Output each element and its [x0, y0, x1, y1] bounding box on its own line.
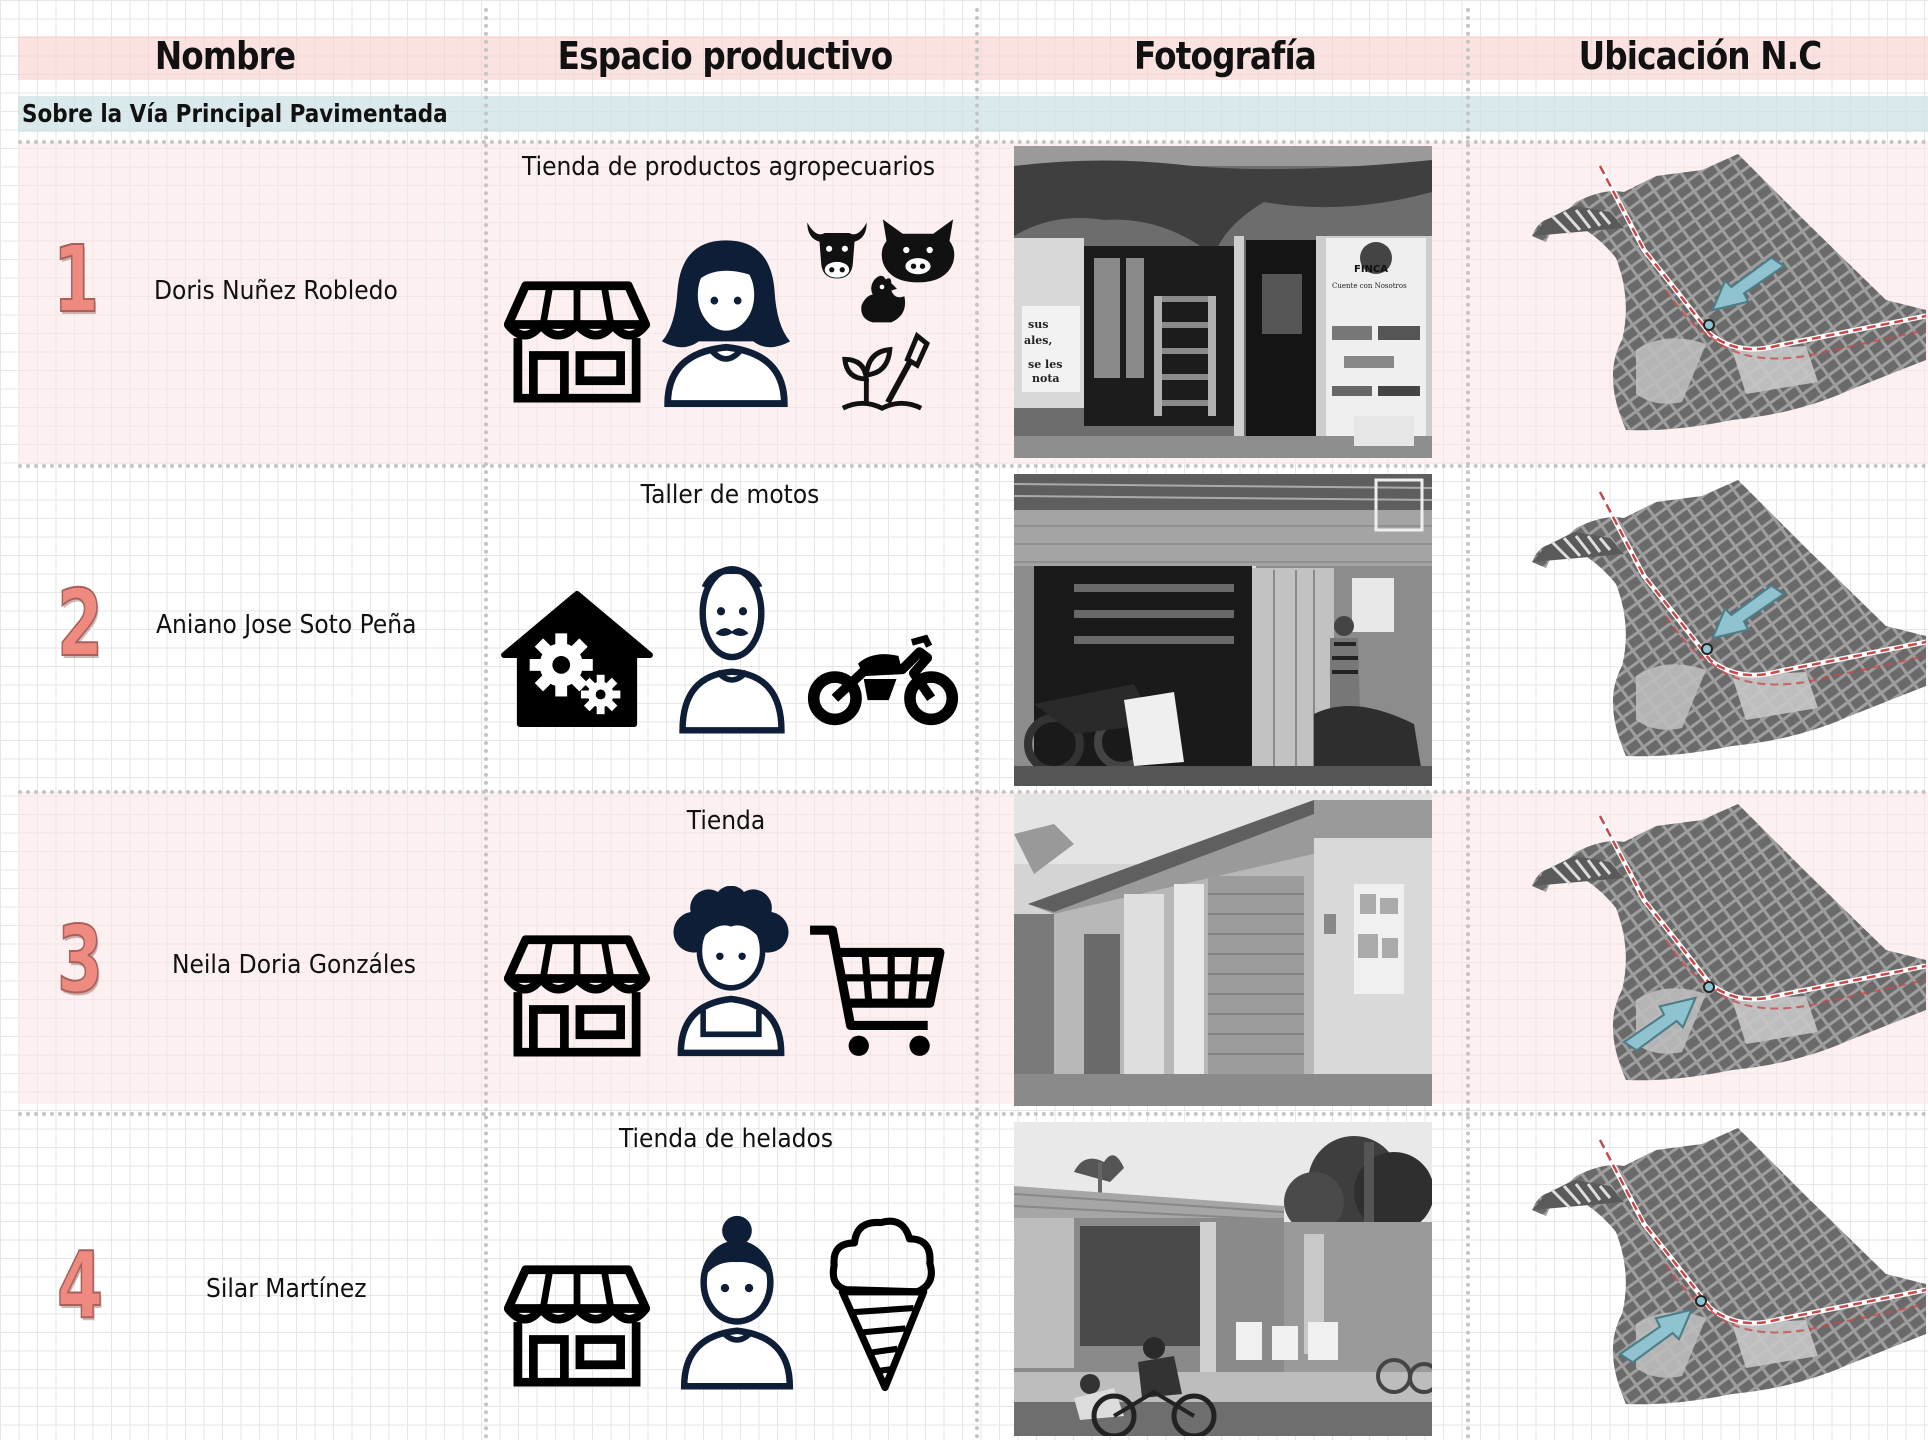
motorcycle-icon: [806, 630, 960, 728]
store-icon: [504, 1262, 650, 1388]
map-arrow-icon: [1622, 988, 1706, 1054]
woman-curly-hair-icon: [666, 886, 796, 1060]
header-nombre: Nombre: [154, 34, 296, 78]
section-band: [18, 96, 1928, 132]
map-pin-icon: [1703, 319, 1715, 331]
person-name: Doris Nuñez Robledo: [154, 276, 398, 306]
section-title: Sobre la Vía Principal Pavimentada: [22, 99, 448, 128]
man-mustache-icon: [670, 560, 794, 734]
map-arrow-icon: [1702, 254, 1786, 320]
map-pin-icon: [1703, 981, 1715, 993]
row-number: 2: [56, 569, 104, 678]
row-divider: [18, 1112, 1928, 1116]
plant-tool-icon: [830, 330, 934, 418]
column-divider: [975, 8, 979, 1440]
photo-sign-text: sus: [1028, 318, 1048, 331]
svg-text:nota: nota: [1032, 372, 1060, 385]
photo-agro-store: sus ales, se les nota FINCA Cuente con N…: [1014, 146, 1432, 458]
row-number: 4: [56, 1231, 104, 1340]
row-divider: [18, 140, 1928, 144]
column-divider: [1466, 8, 1470, 1440]
photo-motorcycle-workshop: [1014, 474, 1432, 786]
header-espacio-productivo: Espacio productivo: [557, 34, 894, 78]
ice-cream-icon: [826, 1212, 938, 1396]
photo-finca-text: FINCA: [1354, 264, 1388, 275]
woman-long-hair-icon: [658, 232, 794, 408]
space-type: Tienda: [686, 806, 766, 836]
photo-store: [1014, 794, 1432, 1106]
map-arrow-icon: [1702, 582, 1786, 648]
location-map-2: [1506, 476, 1928, 776]
header-ubicacion: Ubicación N.C: [1578, 34, 1823, 78]
row-number: 3: [56, 905, 104, 1014]
person-name: Neila Doria Gonzáles: [172, 950, 416, 980]
location-map-3: [1506, 800, 1928, 1100]
svg-text:ales,: ales,: [1024, 334, 1052, 347]
header-band: [18, 36, 1928, 80]
location-map-1: [1506, 150, 1928, 450]
location-map-4: [1506, 1124, 1928, 1424]
person-name: Aniano Jose Soto Peña: [156, 610, 417, 640]
store-icon: [504, 278, 650, 404]
woman-bun-icon: [674, 1214, 800, 1390]
map-pin-icon: [1701, 643, 1713, 655]
column-divider: [484, 8, 488, 1440]
row-divider: [18, 464, 1928, 468]
space-type: Tienda de helados: [618, 1124, 834, 1154]
map-pin-icon: [1695, 1295, 1707, 1307]
photo-ice-cream-shop: [1014, 1122, 1432, 1436]
svg-text:se les: se les: [1028, 358, 1062, 371]
space-type: Taller de motos: [640, 480, 820, 510]
store-icon: [504, 932, 650, 1058]
person-name: Silar Martínez: [206, 1274, 367, 1304]
row-divider: [18, 790, 1928, 794]
gear-house-icon: [498, 590, 656, 728]
header-fotografia: Fotografía: [1134, 34, 1317, 78]
svg-text:Cuente con Nosotros: Cuente con Nosotros: [1332, 282, 1407, 290]
shopping-cart-icon: [806, 920, 948, 1062]
row-number: 1: [52, 225, 100, 334]
space-type: Tienda de productos agropecuarios: [522, 152, 936, 182]
chicken-icon: [854, 272, 910, 328]
map-arrow-icon: [1618, 1300, 1702, 1366]
